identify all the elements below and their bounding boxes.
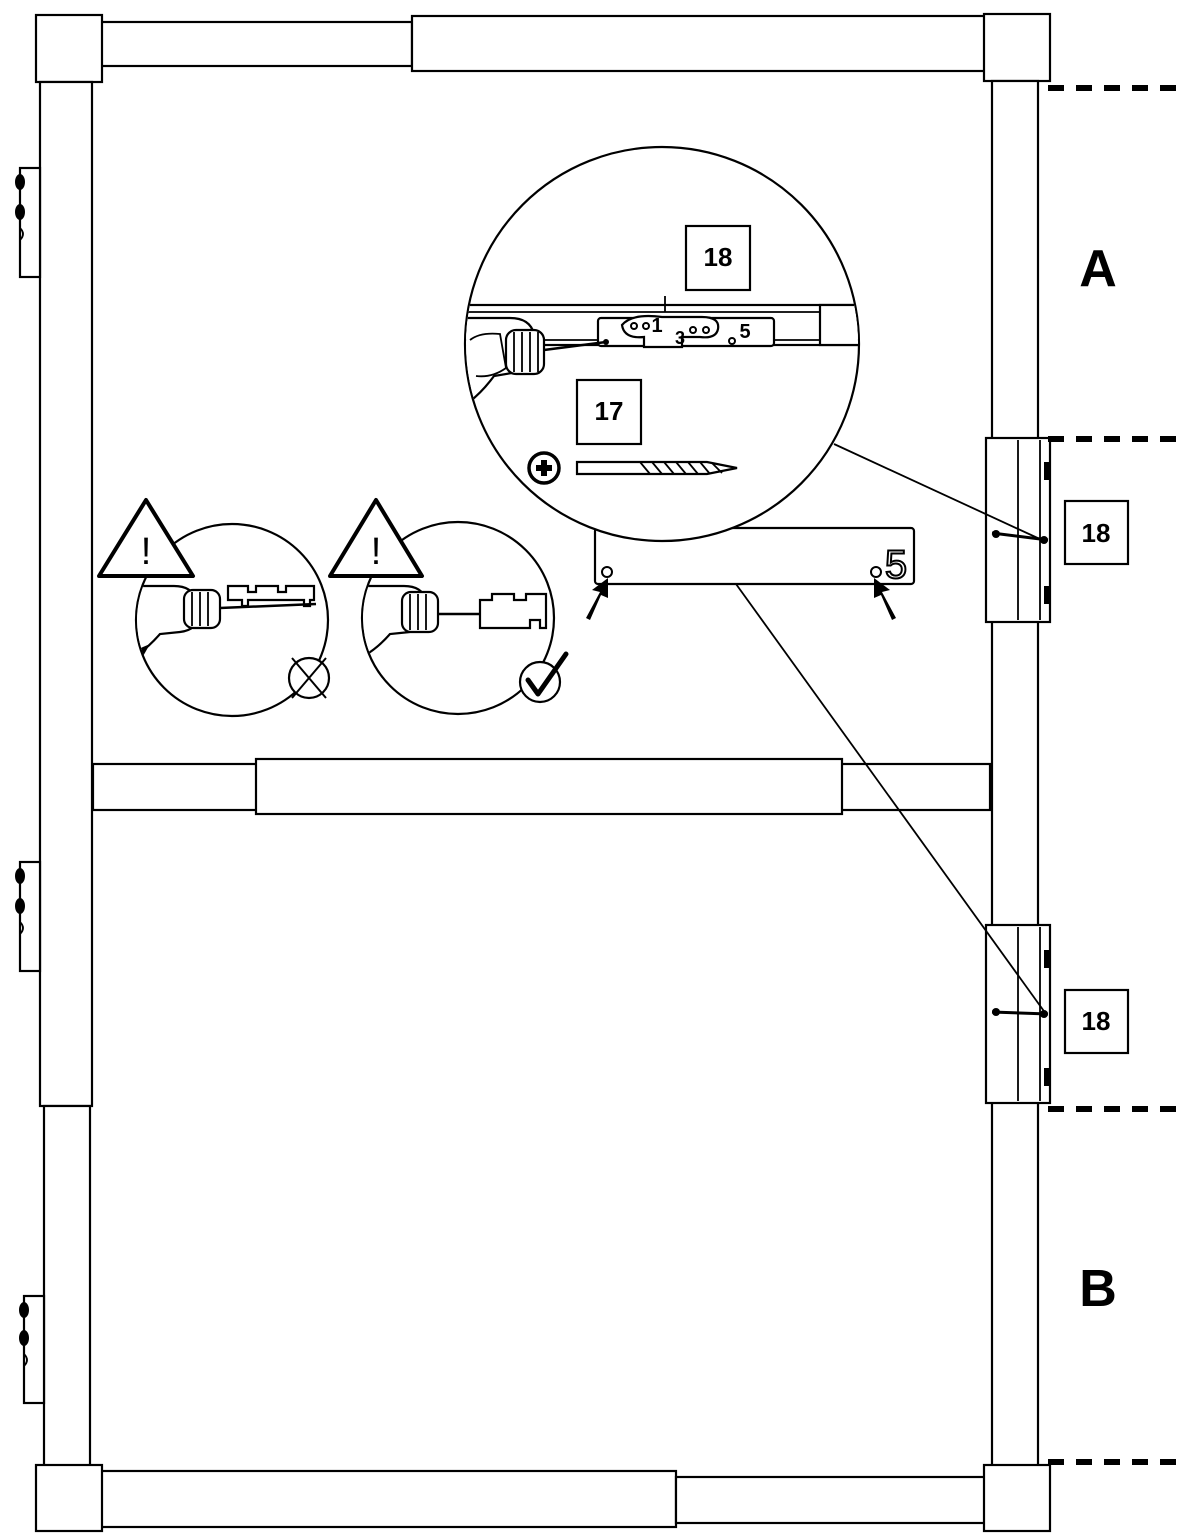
hinge-left-1 [15,166,42,279]
check-circle-icon [518,651,569,704]
svg-text:18: 18 [704,242,733,272]
corner-bottom-right [982,1463,1052,1533]
cross-circle-icon [287,656,331,700]
bottom-rail-sleeve [98,1469,678,1529]
part-label-17-detail: 17 [575,378,643,446]
plus-circle-icon [527,451,561,485]
middle-rail-sleeve [254,757,844,816]
hole-label-5: 5 [739,321,750,343]
hinge-left-3 [19,1294,46,1405]
top-rail [98,20,414,68]
latch-plate-upper [984,436,1052,624]
template-number: 5 [885,543,907,587]
latch-plate-lower [984,923,1052,1105]
hole-label-1: 1 [651,315,662,337]
hinge-left-2 [15,860,42,973]
svg-text:18: 18 [1082,518,1111,548]
part-label-18-detail: 18 [684,224,752,292]
part-label-18-upper: 18 [1063,499,1130,566]
section-label-b: B [1079,1260,1117,1318]
section-label-a: A [1079,240,1117,298]
corner-top-right [982,12,1052,83]
warning-triangle-icon: ! [328,498,424,578]
warning-triangle-icon: ! [97,498,195,578]
template-hole-right [870,566,882,578]
left-upright-lower [42,1104,92,1469]
svg-text:18: 18 [1082,1006,1111,1036]
left-upright-upper [38,80,94,1108]
template-hole-left [601,566,613,578]
drill-template: 5 [586,526,916,620]
right-upright [990,79,1040,1469]
warning-mark: ! [371,531,382,573]
arrow-icon [874,578,896,620]
part-label-18-lower: 18 [1063,988,1130,1055]
leader-line-upper [833,443,1043,541]
svg-text:17: 17 [595,396,624,426]
top-rail-sleeve [410,14,988,73]
leader-line-lower [735,583,1047,1015]
arrow-icon [586,578,608,620]
frame [34,12,1052,1533]
detail-magnifier: 1 3 5 [463,145,861,543]
warning-mark: ! [141,531,152,573]
power-drill-icon [466,316,609,418]
corner-top-left [34,13,104,84]
power-drill-icon [363,584,440,660]
bottom-rail [674,1475,988,1525]
drill-bit-icon [575,460,738,476]
hole-label-3: 3 [675,328,685,348]
corner-bottom-left [34,1463,104,1533]
